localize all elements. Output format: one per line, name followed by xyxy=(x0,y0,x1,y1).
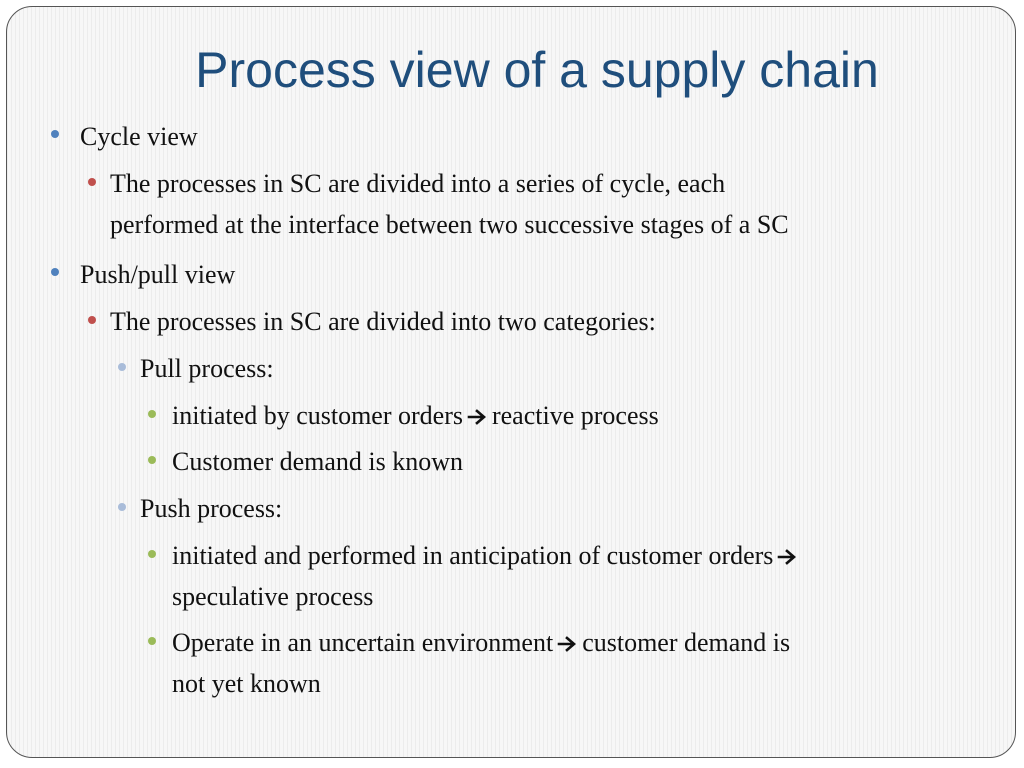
bullet-text-cycle-description-line2: performed at the interface between two s… xyxy=(110,210,789,239)
bullet-level4 xyxy=(148,410,156,418)
uncertain-after: customer demand is xyxy=(582,628,791,657)
bullet-level4 xyxy=(148,550,156,558)
bullet-text-push-initiated-line1: initiated and performed in anticipation … xyxy=(172,535,802,576)
bullet-level3 xyxy=(118,363,126,371)
right-arrow-icon xyxy=(778,549,797,565)
bullet-text-uncertain-line1: Operate in an uncertain environment custo… xyxy=(172,622,790,663)
bullet-text-cycle-description-line1: The processes in SC are divided into a s… xyxy=(110,169,726,198)
pull-initiated-after: reactive process xyxy=(491,401,659,430)
bullet-level2 xyxy=(88,316,96,324)
pull-initiated-before: initiated by customer orders xyxy=(172,401,463,430)
bullet-text-pull-process: Pull process: xyxy=(140,354,274,383)
bullet-text-pull-initiated: initiated by customer orders reactive pro… xyxy=(172,395,659,436)
uncertain-before: Operate in an uncertain environment xyxy=(172,628,554,657)
bullet-level4 xyxy=(148,456,156,464)
bullet-text-uncertain-line2: not yet known xyxy=(172,669,321,698)
bullet-level1 xyxy=(51,268,59,276)
slide-frame xyxy=(6,6,1016,758)
bullet-level4 xyxy=(148,637,156,645)
bullet-text-push-process: Push process: xyxy=(140,494,283,523)
bullet-text-push-pull-view: Push/pull view xyxy=(80,260,236,289)
bullet-text-two-categories: The processes in SC are divided into two… xyxy=(110,307,656,336)
bullet-text-demand-known: Customer demand is known xyxy=(172,447,464,476)
push-initiated-before: initiated and performed in anticipation … xyxy=(172,541,774,570)
bullet-level2 xyxy=(88,178,96,186)
right-arrow-icon xyxy=(557,636,577,652)
bullet-level1 xyxy=(51,130,59,138)
bullet-text-push-initiated-line2: speculative process xyxy=(172,582,374,611)
right-arrow-icon xyxy=(467,409,486,425)
bullet-level3 xyxy=(118,503,126,511)
bullet-text-cycle-view: Cycle view xyxy=(80,122,198,151)
slide-title: Process view of a supply chain xyxy=(195,42,879,98)
